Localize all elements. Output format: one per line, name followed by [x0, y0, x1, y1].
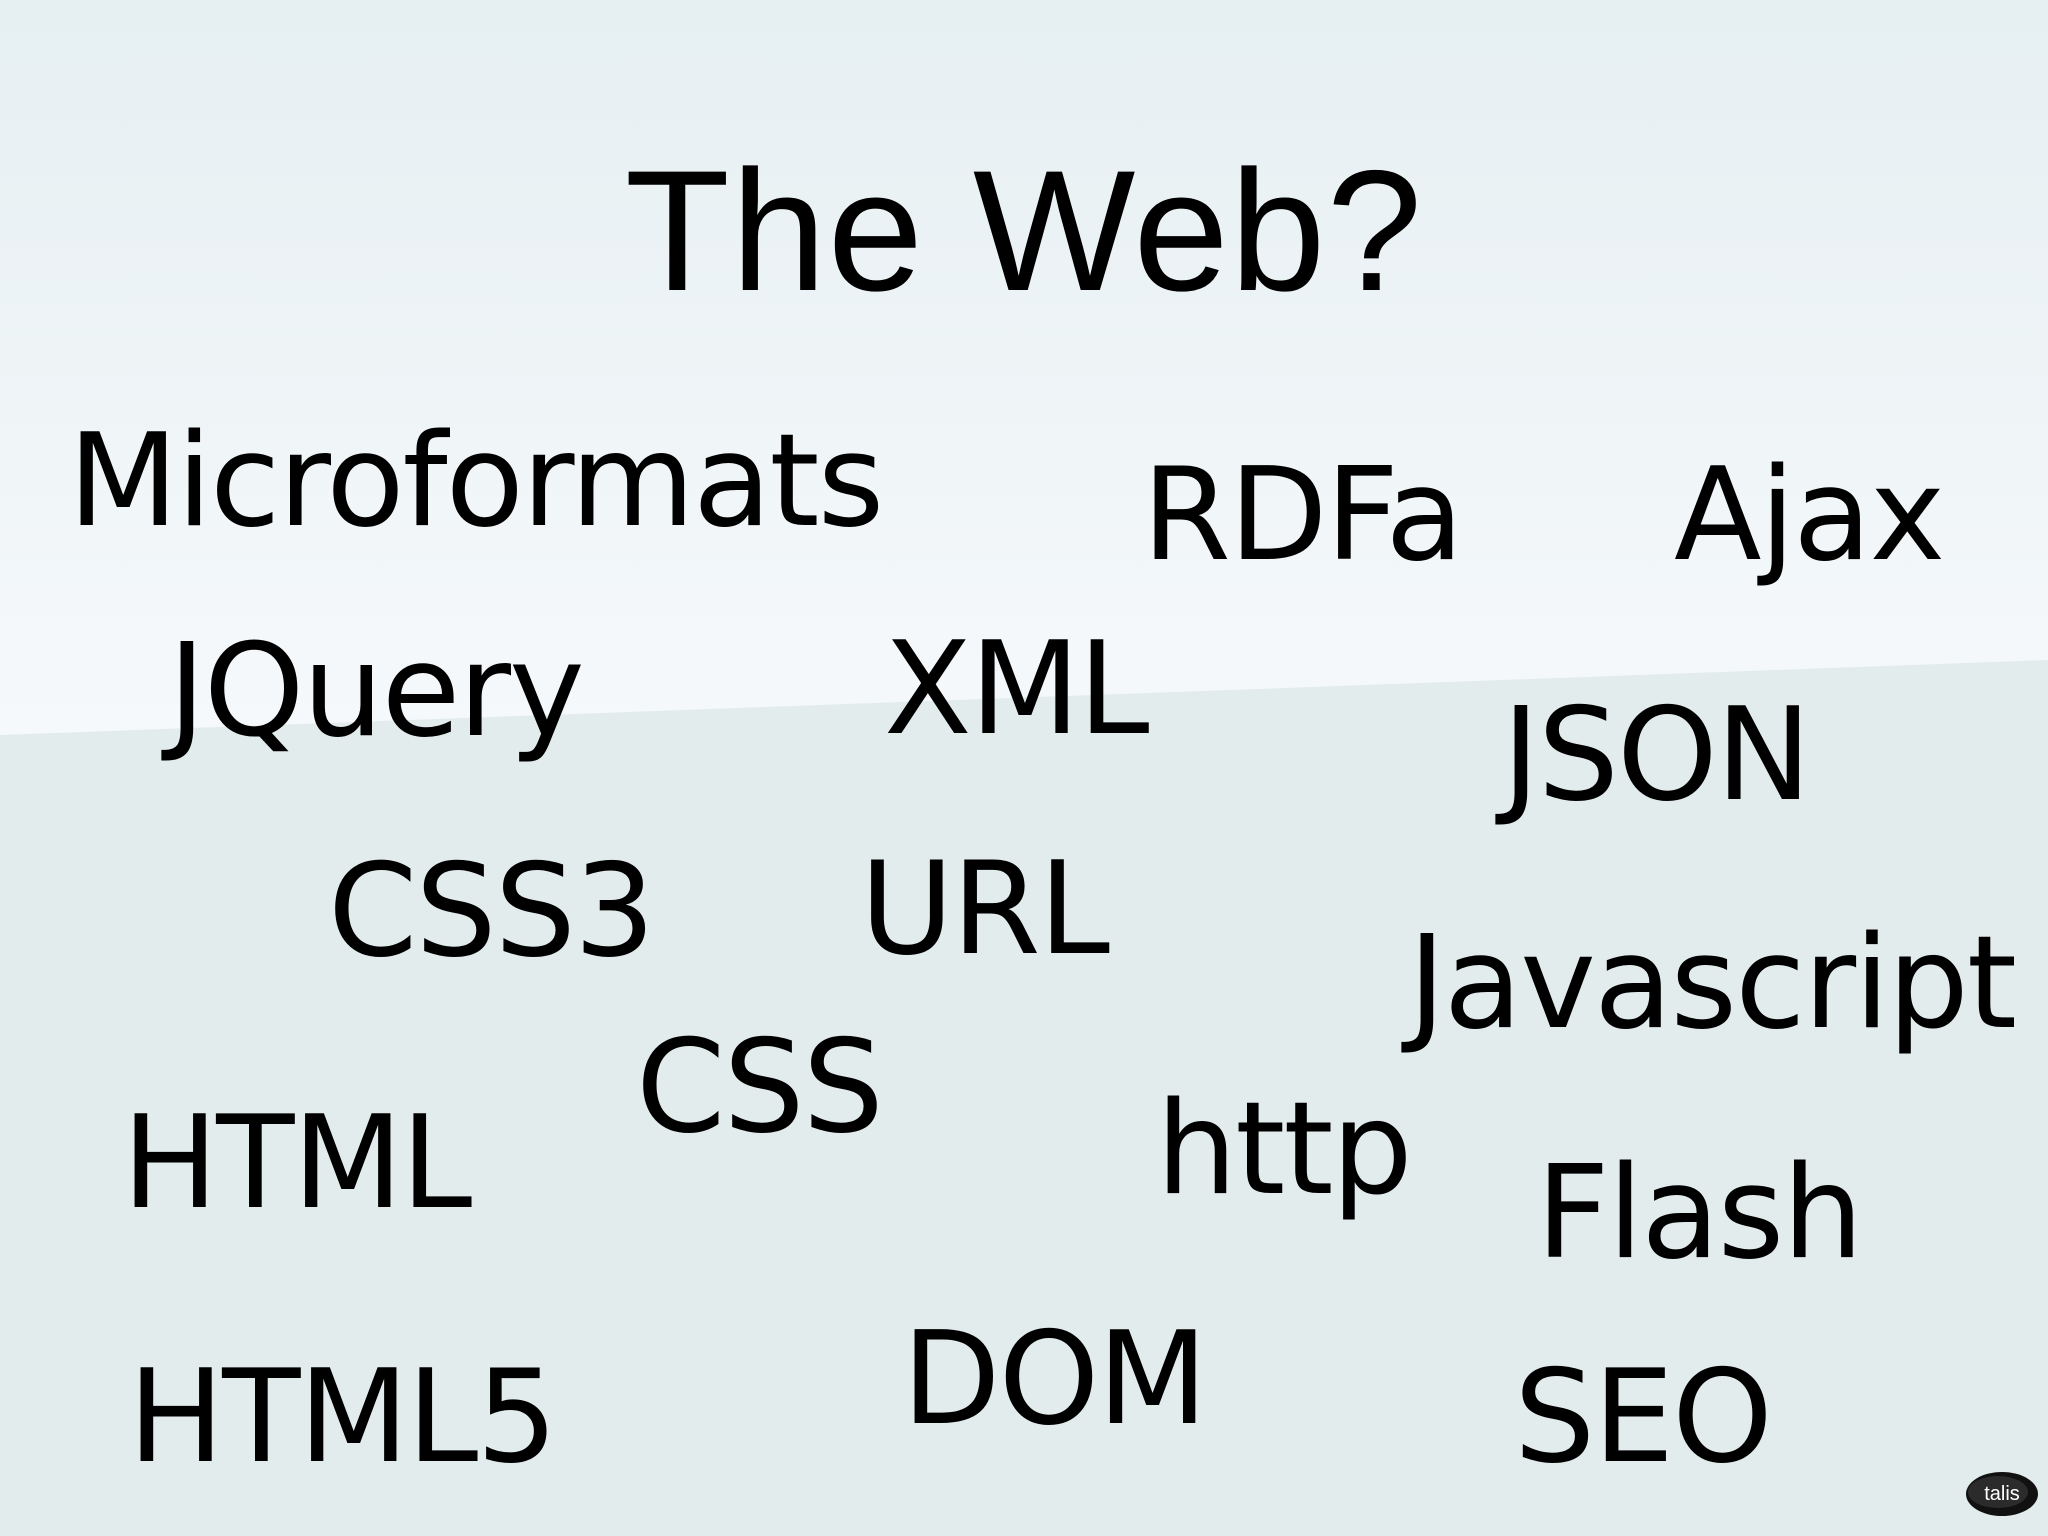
term-url: URL: [860, 835, 1110, 984]
talis-logo: talis: [1966, 1472, 2038, 1516]
term-jquery: JQuery: [168, 617, 585, 766]
term-seo: SEO: [1514, 1343, 1773, 1492]
term-javascript: Javascript: [1408, 909, 2017, 1058]
term-json: JSON: [1502, 681, 1811, 830]
term-xml: XML: [884, 615, 1149, 764]
term-rdfa: RDFa: [1142, 441, 1464, 590]
term-html5: HTML5: [128, 1343, 558, 1492]
slide-title: The Web?: [624, 135, 1424, 327]
term-flash: Flash: [1536, 1139, 1863, 1288]
term-css: CSS: [636, 1013, 884, 1162]
term-html: HTML: [122, 1089, 472, 1238]
term-dom: DOM: [902, 1305, 1208, 1454]
term-http: http: [1156, 1075, 1413, 1224]
talis-logo-text: talis: [1984, 1483, 2020, 1505]
term-css3: CSS3: [328, 837, 655, 986]
term-microformats: Microformats: [68, 407, 884, 556]
term-ajax: Ajax: [1674, 441, 1945, 590]
